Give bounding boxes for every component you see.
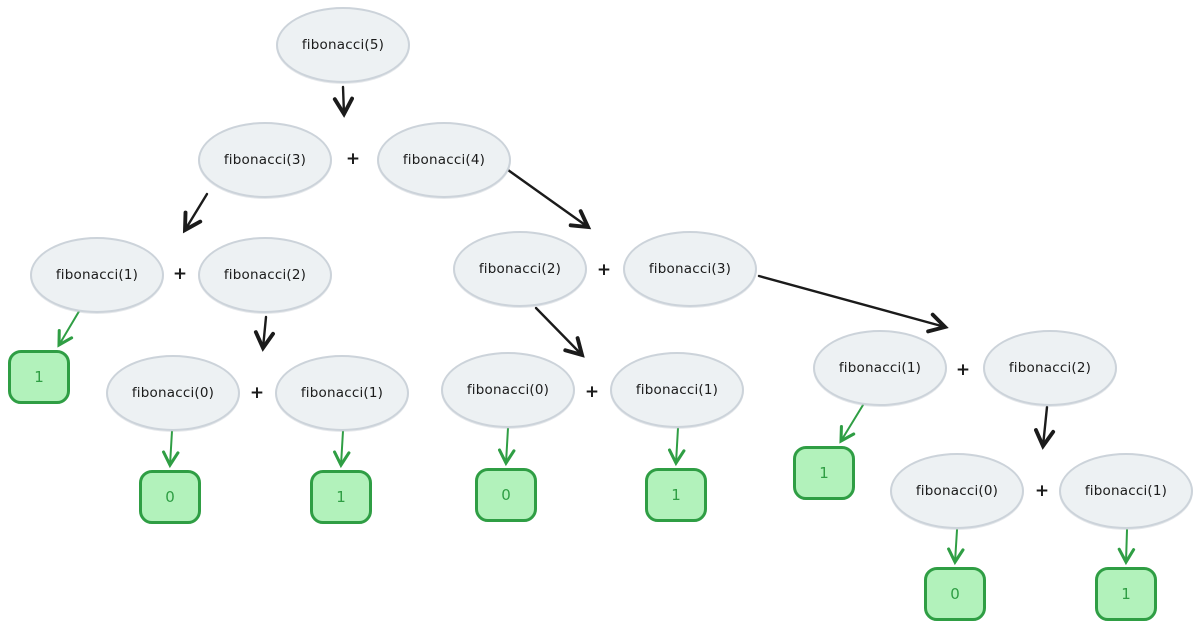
plus-operator-7: + xyxy=(1034,481,1050,501)
node-fibonacci2-b: fibonacci(2) xyxy=(453,231,587,307)
node-fibonacci1-a: fibonacci(1) xyxy=(30,237,164,313)
arrow-fib3-to-left-pair xyxy=(182,192,209,234)
arrow-fib1d-to-leaf xyxy=(839,404,864,444)
node-fibonacci1-b: fibonacci(1) xyxy=(275,355,409,431)
arrow-fib1c-to-leaf xyxy=(668,427,686,467)
arrow-fib0c-to-leaf xyxy=(947,529,965,566)
arrow-fib0b-to-leaf xyxy=(498,427,516,467)
leaf-result-0-c: 0 xyxy=(924,567,986,621)
leaf-result-1-a: 1 xyxy=(8,350,70,404)
leaf-result-1-d: 1 xyxy=(793,446,855,500)
node-fibonacci2-c: fibonacci(2) xyxy=(983,330,1117,406)
node-fibonacci0-c: fibonacci(0) xyxy=(890,453,1024,529)
arrow-fib2b-to-pair xyxy=(534,306,585,358)
node-fibonacci3-a: fibonacci(3) xyxy=(198,122,332,198)
arrow-fib0a-to-leaf xyxy=(162,430,180,469)
node-fibonacci3-b: fibonacci(3) xyxy=(623,231,757,307)
leaf-result-1-b: 1 xyxy=(310,470,372,524)
node-fibonacci1-c: fibonacci(1) xyxy=(610,352,744,428)
plus-operator-1: + xyxy=(345,149,361,169)
plus-operator-2: + xyxy=(172,264,188,284)
plus-operator-5: + xyxy=(584,382,600,402)
node-fibonacci2-a: fibonacci(2) xyxy=(198,237,332,313)
plus-operator-6: + xyxy=(955,360,971,380)
leaf-result-0-b: 0 xyxy=(475,468,537,522)
node-fibonacci0-a: fibonacci(0) xyxy=(106,355,240,431)
node-fibonacci4: fibonacci(4) xyxy=(377,122,511,198)
node-fibonacci1-d: fibonacci(1) xyxy=(813,330,947,406)
leaf-result-1-c: 1 xyxy=(645,468,707,522)
arrow-fib1b-to-leaf xyxy=(333,430,351,469)
arrow-fib3b-to-right-pair xyxy=(757,274,949,334)
node-fibonacci0-b: fibonacci(0) xyxy=(441,352,575,428)
arrow-fib5-to-row1 xyxy=(332,85,355,118)
plus-operator-4: + xyxy=(249,383,265,403)
arrow-fib1e-to-leaf xyxy=(1117,529,1136,566)
arrow-fib2c-to-pair xyxy=(1034,405,1056,450)
leaf-result-1-e: 1 xyxy=(1095,567,1157,621)
arrow-fib1a-to-leaf xyxy=(57,307,82,348)
arrow-fib2a-to-pair xyxy=(253,315,276,352)
arrow-fib4-to-mid-pair xyxy=(506,168,592,230)
node-fibonacci5: fibonacci(5) xyxy=(276,7,410,83)
node-fibonacci1-e: fibonacci(1) xyxy=(1059,453,1193,529)
leaf-result-0-a: 0 xyxy=(139,470,201,524)
plus-operator-3: + xyxy=(596,260,612,280)
